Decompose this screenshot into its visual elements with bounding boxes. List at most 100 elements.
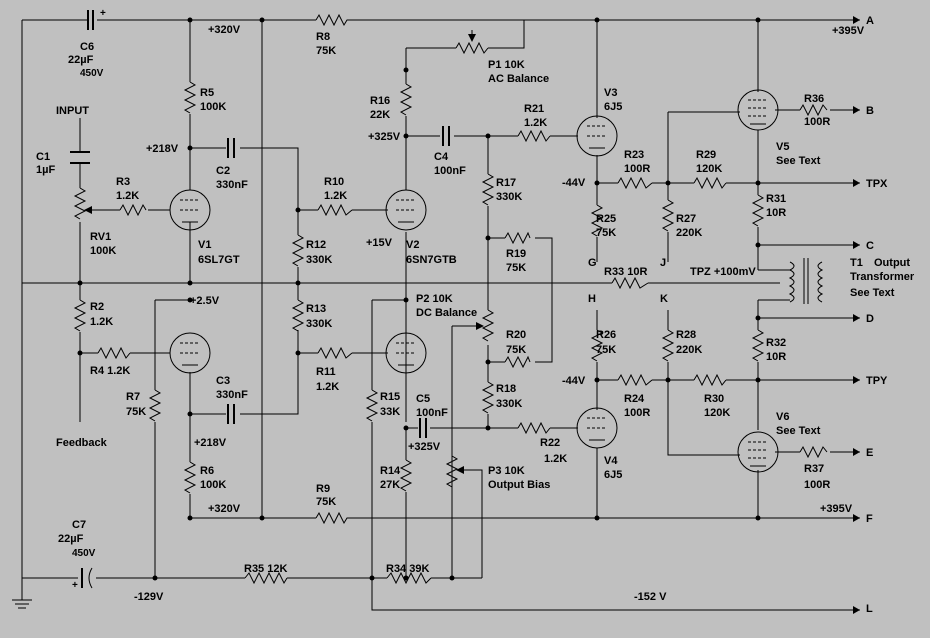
r32-value: 10R	[766, 351, 786, 363]
c6-ref: C6	[80, 41, 94, 53]
r12-ref: R12	[306, 239, 326, 251]
voltage-320-top: +320V	[208, 24, 241, 36]
r37-ref: R37	[804, 463, 824, 475]
terminal-arrows	[853, 16, 860, 614]
voltage-2-5: +2.5V	[190, 295, 220, 307]
r15-ref: R15	[380, 391, 400, 403]
r30-ref: R30	[704, 393, 724, 405]
r21-value: 1.2K	[524, 117, 547, 129]
r26-value: 75K	[596, 344, 616, 356]
r2-ref: R2	[90, 301, 104, 313]
t1-ref: T1	[850, 257, 863, 269]
p2-ref: P2 10K	[416, 293, 453, 305]
c6-rating: 450V	[80, 68, 104, 79]
r22-ref: R22	[540, 437, 560, 449]
r19-ref: R19	[506, 248, 526, 260]
terminal-tpx: TPX	[866, 178, 888, 190]
c7-plus: +	[72, 580, 78, 591]
v1-ref: V1	[198, 239, 211, 251]
voltage-44-top: -44V	[562, 177, 586, 189]
terminal-g: G	[588, 257, 597, 269]
voltage-15: +15V	[366, 237, 393, 249]
voltage-minus-152: -152 V	[634, 591, 667, 603]
voltage-218-top: +218V	[146, 143, 179, 155]
r4-label: R4 1.2K	[90, 365, 130, 377]
c7-rating: 450V	[72, 548, 96, 559]
v2-ref: V2	[406, 239, 419, 251]
r20-ref: R20	[506, 329, 526, 341]
c6-value: 22µF	[68, 54, 94, 66]
r16-value: 22K	[370, 109, 390, 121]
r11-ref: R11	[316, 366, 336, 378]
r8-value: 75K	[316, 45, 336, 57]
r3-ref: R3	[116, 176, 130, 188]
c2-value: 330nF	[216, 179, 248, 191]
r5-ref: R5	[200, 87, 214, 99]
p1-ref: P1 10K	[488, 59, 525, 71]
r14-value: 27K	[380, 479, 400, 491]
terminal-h: H	[588, 293, 596, 305]
voltage-44-bot: -44V	[562, 375, 586, 387]
r23-ref: R23	[624, 149, 644, 161]
c7-ref: C7	[72, 519, 86, 531]
output-transformer	[788, 258, 824, 304]
r5-value: 100K	[200, 101, 226, 113]
r10-value: 1.2K	[324, 190, 347, 202]
r10-ref: R10	[324, 176, 344, 188]
terminal-j: J	[660, 257, 666, 269]
r8-ref: R8	[316, 31, 330, 43]
r27-value: 220K	[676, 227, 702, 239]
v5-note: See Text	[776, 155, 821, 167]
c2-ref: C2	[216, 165, 230, 177]
r3-value: 1.2K	[116, 190, 139, 202]
r14-ref: R14	[380, 465, 401, 477]
r23-value: 100R	[624, 163, 650, 175]
r19-value: 75K	[506, 262, 526, 274]
r6-ref: R6	[200, 465, 214, 477]
r36-value: 100R	[804, 116, 830, 128]
r12-value: 330K	[306, 254, 332, 266]
c6-plus: +	[100, 8, 106, 19]
c5-ref: C5	[416, 393, 430, 405]
voltage-218-bot: +218V	[194, 437, 227, 449]
r16-ref: R16	[370, 95, 390, 107]
r13-ref: R13	[306, 303, 326, 315]
junction-dots	[77, 17, 761, 581]
r37-value: 100R	[804, 479, 830, 491]
r24-ref: R24	[624, 393, 645, 405]
r2-value: 1.2K	[90, 316, 113, 328]
voltage-320-bot: +320V	[208, 503, 241, 515]
p3-ref: P3 10K	[488, 465, 525, 477]
terminal-tpy: TPY	[866, 375, 888, 387]
r26-ref: R26	[596, 329, 616, 341]
terminal-d: D	[866, 313, 874, 325]
r30-value: 120K	[704, 407, 730, 419]
t1-line3: See Text	[850, 287, 895, 299]
r29-ref: R29	[696, 149, 716, 161]
r22-value: 1.2K	[544, 453, 567, 465]
resistor-symbols	[73, 13, 828, 585]
p2-name: DC Balance	[416, 307, 477, 319]
terminal-k: K	[660, 293, 668, 305]
t1-line2: Transformer	[850, 271, 915, 283]
r31-ref: R31	[766, 193, 786, 205]
v6-note: See Text	[776, 425, 821, 437]
terminal-b: B	[866, 105, 874, 117]
r33-label: R33 10R	[604, 266, 647, 278]
terminal-f: F	[866, 513, 873, 525]
terminal-a: A	[866, 15, 874, 27]
r15-value: 33K	[380, 406, 400, 418]
r28-value: 220K	[676, 344, 702, 356]
r18-value: 330K	[496, 398, 522, 410]
voltage-325-bot: +325V	[408, 441, 441, 453]
v3-type: 6J5	[604, 101, 622, 113]
r11-value: 1.2K	[316, 381, 339, 393]
r17-ref: R17	[496, 177, 516, 189]
rv1-ref: RV1	[90, 231, 111, 243]
p3-name: Output Bias	[488, 479, 550, 491]
input-label: INPUT	[56, 105, 89, 117]
r4-value: 1.2K	[107, 365, 130, 377]
r34-label: R34 39K	[386, 563, 429, 575]
r21-ref: R21	[524, 103, 544, 115]
